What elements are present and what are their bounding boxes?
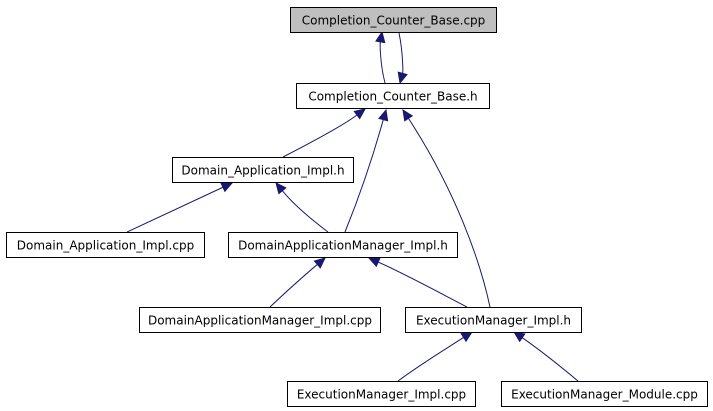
node-n5[interactable]: DomainApplicationManager_Impl.cpp [139,307,381,333]
node-label: ExecutionManager_Module.cpp [511,388,698,402]
node-n0[interactable]: Completion_Counter_Base.cpp [290,7,497,33]
node-n2[interactable]: Domain_Application_Impl.h [172,157,354,183]
node-label: Domain_Application_Impl.h [181,164,344,178]
edge-line [521,337,579,382]
node-box[interactable] [290,7,497,33]
edge-n1-to-n0 [375,30,386,84]
edge-arrowhead [512,331,526,343]
node-box[interactable] [405,307,582,333]
edge-n4-to-n1 [344,108,389,233]
node-label: DomainApplicationManager_Impl.h [238,239,448,253]
edge-n8-to-n6 [512,331,579,382]
node-n7[interactable]: ExecutionManager_Impl.cpp [287,381,476,407]
edge-n2-to-n1 [282,108,366,158]
edge-n4-to-n2 [275,182,329,233]
edge-arrowhead [375,30,386,44]
node-label: ExecutionManager_Impl.h [416,314,571,328]
edge-line [281,190,329,233]
node-label: ExecutionManager_Impl.cpp [297,388,466,402]
node-n6[interactable]: ExecutionManager_Impl.h [405,307,582,333]
edges-layer [126,30,579,382]
node-label: DomainApplicationManager_Impl.cpp [148,314,372,328]
edge-line [126,186,224,233]
node-box[interactable] [139,307,381,333]
node-n8[interactable]: ExecutionManager_Module.cpp [501,381,708,407]
node-box[interactable] [287,381,476,407]
edge-arrowhead [275,182,287,195]
node-label: Domain_Application_Impl.cpp [17,239,194,253]
node-box[interactable] [6,232,205,258]
edge-n6-to-n4 [367,257,468,308]
node-label: Completion_Counter_Base.cpp [302,14,486,28]
edge-arrowhead [220,182,234,193]
edge-n6-to-n1 [402,108,491,308]
edge-n0-to-n1 [397,32,408,85]
edge-n5-to-n4 [269,257,326,308]
edge-line [397,336,464,382]
edge-line [377,261,468,308]
node-n1[interactable]: Completion_Counter_Base.h [296,83,490,109]
edge-arrowhead [402,108,414,122]
nodes-layer: Completion_Counter_Base.cppCompletion_Co… [6,7,708,407]
edge-arrowhead [313,257,326,269]
edge-n7-to-n6 [397,331,474,382]
edge-line [344,119,384,233]
edge-line [282,114,358,158]
node-box[interactable] [296,83,490,109]
edge-line [269,264,318,308]
node-n4[interactable]: DomainApplicationManager_Impl.h [228,232,458,258]
edge-arrowhead [397,71,408,85]
edge-arrowhead [460,331,474,343]
node-box[interactable] [172,157,354,183]
edge-n3-to-n2 [126,182,234,233]
node-box[interactable] [501,381,708,407]
node-label: Completion_Counter_Base.h [308,90,477,104]
edge-line [379,41,386,84]
node-n3[interactable]: Domain_Application_Impl.cpp [6,232,205,258]
edge-arrowhead [367,257,381,268]
edge-arrowhead [378,108,389,122]
edge-arrowhead [353,108,366,120]
edge-line [408,118,491,308]
edge-line [398,32,404,74]
node-box[interactable] [228,232,458,258]
